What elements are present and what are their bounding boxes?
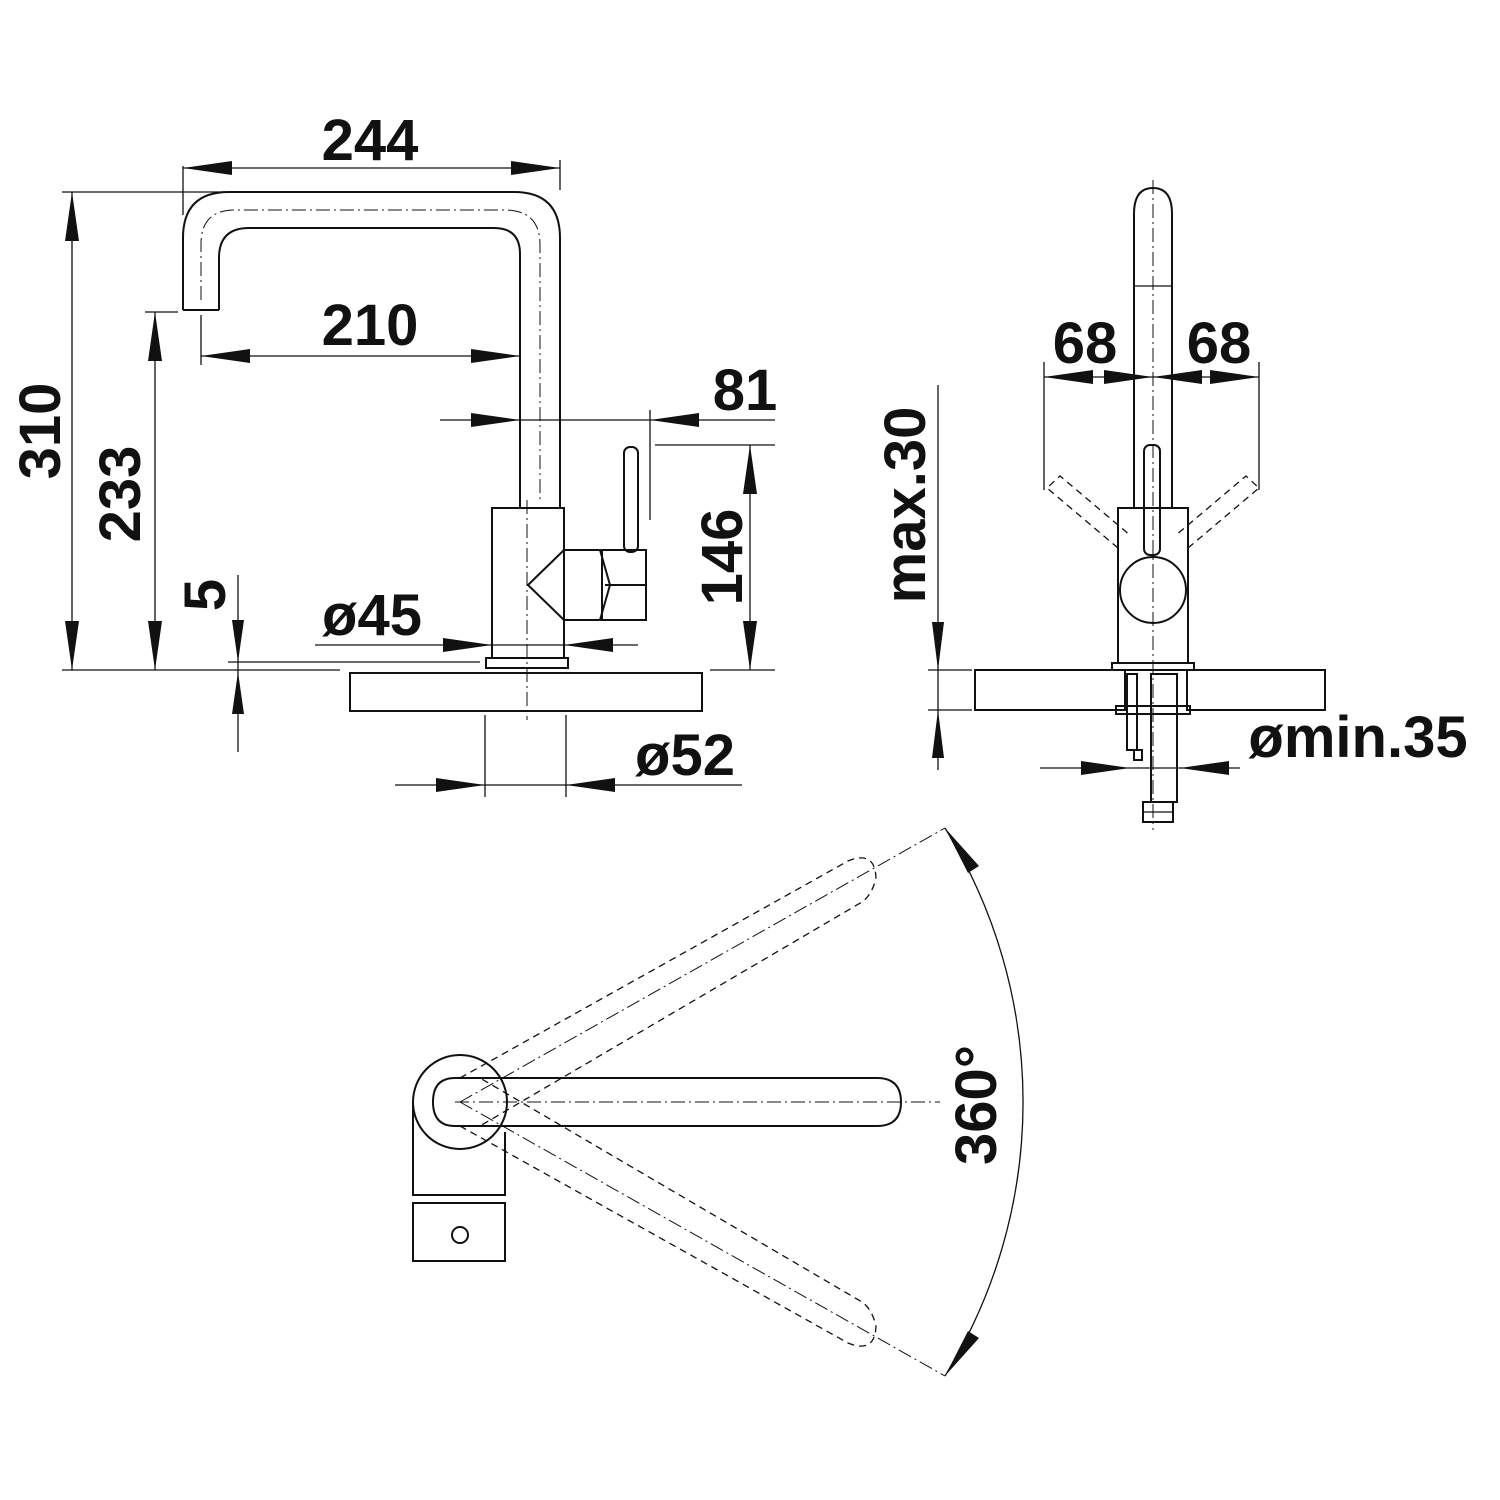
dim-68-68: 68 68	[1043, 311, 1260, 490]
dim-max30: max.30	[873, 385, 972, 770]
dim-052: ø52	[395, 715, 742, 797]
dim-min35: ømin.35	[1040, 705, 1468, 775]
dim-045: ø45	[315, 583, 638, 652]
dim-max30-label: max.30	[873, 407, 938, 604]
dim-210: 210	[200, 293, 520, 365]
front-view: 68 68 max.30 ømin.35	[873, 180, 1468, 830]
dim-233: 233	[88, 311, 178, 670]
dim-310: 310	[8, 191, 340, 671]
side-view: 244 210 81 310	[8, 108, 777, 797]
dim-81-label: 81	[713, 358, 778, 423]
dim-68-left-label: 68	[1053, 311, 1118, 376]
faucet-side-outline	[182, 191, 647, 720]
dim-310-label: 310	[8, 383, 73, 480]
dim-360-label: 360°	[944, 1045, 1009, 1165]
dim-5-label: 5	[173, 579, 238, 611]
dim-233-label: 233	[88, 446, 153, 543]
dim-81: 81	[440, 358, 777, 520]
dim-146: 146	[655, 444, 775, 671]
dim-045-label: ø45	[322, 583, 422, 648]
dim-210-label: 210	[322, 293, 419, 358]
dim-5: 5	[173, 575, 480, 752]
countertop-section-front-right	[1186, 669, 1326, 711]
dim-146-label: 146	[690, 509, 755, 606]
countertop-section-side	[349, 672, 703, 712]
dim-244-label: 244	[322, 108, 419, 173]
countertop-section-front-left	[974, 669, 1126, 711]
faucet-front-outline	[1046, 180, 1260, 830]
dim-min35-label: ømin.35	[1248, 705, 1467, 770]
dim-244: 244	[182, 108, 561, 215]
dim-360: 360°	[944, 827, 1024, 1377]
faucet-top-outline	[412, 827, 946, 1377]
dim-68-right-label: 68	[1187, 311, 1252, 376]
dim-052-label: ø52	[635, 723, 735, 788]
top-view: 360°	[412, 827, 1024, 1377]
